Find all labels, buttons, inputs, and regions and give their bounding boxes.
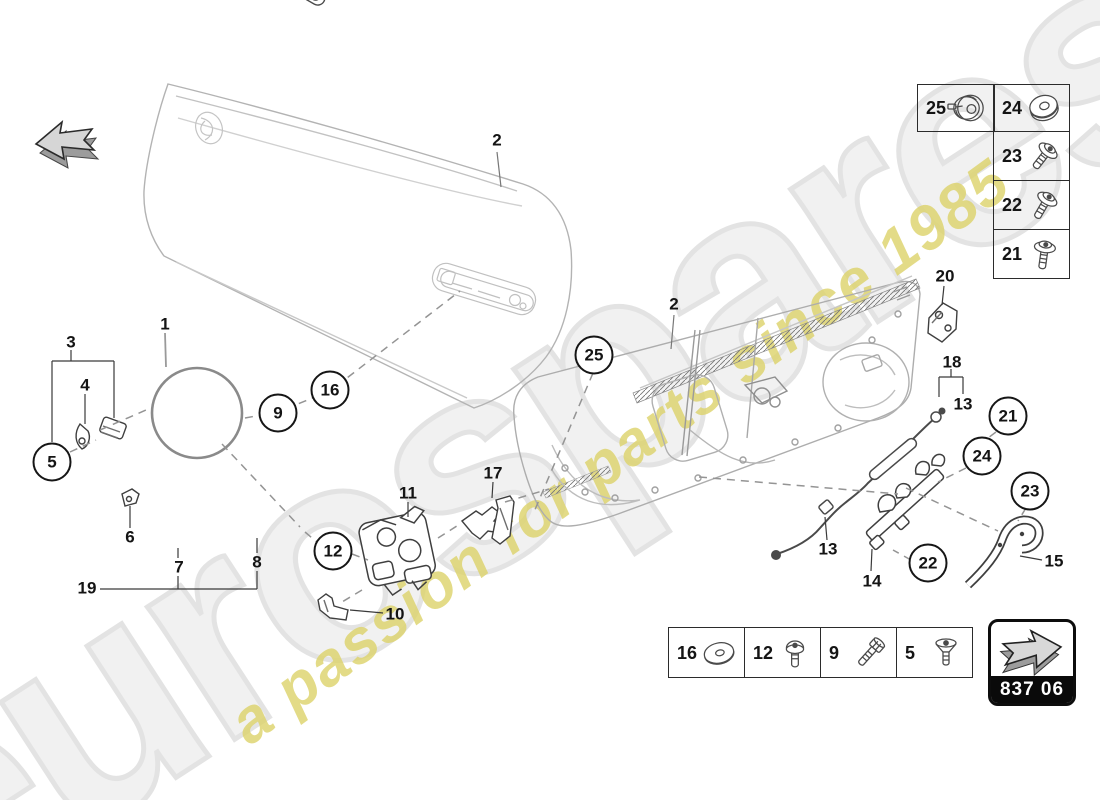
back-arrow-icon[interactable] — [28, 116, 112, 180]
part-label-1[interactable]: 1 — [160, 314, 170, 334]
lock-mechanism-part — [358, 505, 436, 597]
part-label-6[interactable]: 6 — [125, 527, 135, 547]
hex-bolt-icon — [858, 636, 886, 666]
retainer-clip-icon — [947, 94, 984, 122]
emblem-sketch — [195, 111, 223, 145]
leader-lines — [51, 151, 1043, 614]
part-label-2-left[interactable]: 2 — [492, 130, 502, 150]
part-label-13-upper[interactable]: 13 — [953, 394, 973, 414]
part-label-20[interactable]: 20 — [935, 266, 955, 286]
button-screw-icon — [785, 639, 805, 667]
clip-part-6 — [121, 488, 140, 507]
part-label-4[interactable]: 4 — [80, 375, 90, 395]
legend-cell-25[interactable]: 25 — [917, 84, 995, 132]
part-callout-12[interactable]: 12 — [313, 531, 353, 571]
part-label-15[interactable]: 15 — [1044, 551, 1064, 571]
legend-cell-21[interactable]: 21 — [993, 229, 1070, 279]
part-callout-23[interactable]: 23 — [1010, 471, 1050, 511]
part-label-19[interactable]: 19 — [77, 578, 97, 598]
handle-trim-strips — [246, 0, 326, 6]
part-callout-5[interactable]: 5 — [32, 442, 72, 482]
flange-screw-icon — [1032, 142, 1058, 170]
part-callout-24[interactable]: 24 — [962, 436, 1002, 476]
part-label-13-lower[interactable]: 13 — [818, 539, 838, 559]
legend-cell-12[interactable]: 12 — [744, 627, 821, 678]
legend-cell-16[interactable]: 16 — [668, 627, 745, 678]
section-badge[interactable]: 837 06 — [988, 619, 1076, 706]
section-code: 837 06 — [991, 676, 1073, 703]
part-label-10[interactable]: 10 — [385, 604, 405, 624]
flange-screw-icon — [1034, 191, 1058, 220]
part-callout-9[interactable]: 9 — [258, 393, 298, 433]
curved-bracket-part-15 — [964, 515, 1044, 589]
legend-cell-5[interactable]: 5 — [896, 627, 973, 678]
part-callout-22[interactable]: 22 — [908, 543, 948, 583]
part-label-18[interactable]: 18 — [942, 352, 962, 372]
part-label-8[interactable]: 8 — [252, 552, 262, 572]
mount-bracket-part-14 — [865, 453, 946, 551]
part-callout-21[interactable]: 21 — [988, 396, 1028, 436]
release-lever-part — [460, 495, 515, 545]
door-handle-recess — [431, 262, 537, 316]
washer-icon — [1029, 94, 1059, 122]
cable-part-13 — [771, 407, 946, 560]
handle-carrier-part — [150, 366, 244, 460]
section-arrow-icon — [999, 629, 1063, 677]
right-door-drawing — [513, 275, 921, 527]
legend-cell-24[interactable]: 24 — [993, 84, 1070, 132]
part-label-17[interactable]: 17 — [483, 463, 503, 483]
part-label-14[interactable]: 14 — [862, 571, 882, 591]
bracket-part-10 — [317, 593, 349, 621]
part-label-7[interactable]: 7 — [174, 557, 184, 577]
part-callout-25[interactable]: 25 — [574, 335, 614, 375]
grommet-icon — [703, 641, 735, 665]
legend-cell-23[interactable]: 23 — [993, 131, 1070, 181]
part-label-3[interactable]: 3 — [66, 332, 76, 352]
countersunk-screw-icon — [935, 637, 957, 666]
assembly-dashed-lines — [69, 290, 1027, 603]
hinge-plate-part-20 — [927, 302, 958, 343]
legend-cell-9[interactable]: 9 — [820, 627, 897, 678]
part-label-11[interactable]: 11 — [399, 483, 417, 503]
part-label-2-right[interactable]: 2 — [669, 294, 679, 314]
left-door-drawing — [143, 83, 573, 409]
part-callout-16[interactable]: 16 — [310, 370, 350, 410]
flange-screw-icon — [1033, 240, 1057, 270]
clip-parts-3-4 — [75, 416, 127, 450]
legend-cell-22[interactable]: 22 — [993, 180, 1070, 230]
